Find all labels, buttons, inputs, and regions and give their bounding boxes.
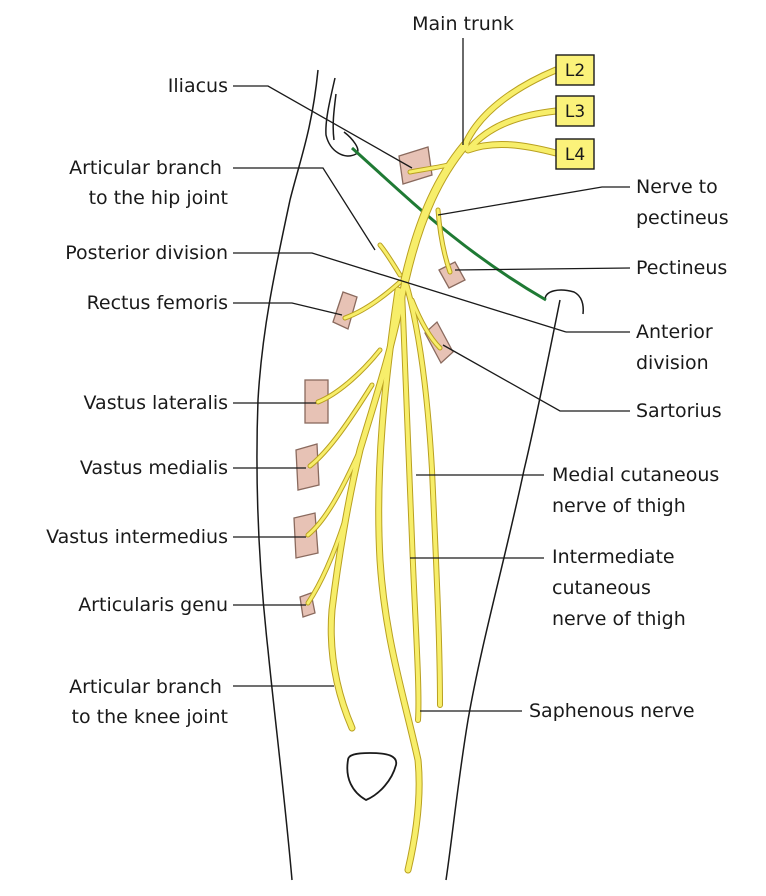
rectus-femoris-muscle: [333, 292, 357, 329]
svg-text:L2: L2: [565, 61, 585, 81]
segment-l4: L4: [556, 139, 594, 169]
label-articularis-genu: Articularis genu: [78, 594, 228, 616]
label-vastus-lateralis: Vastus lateralis: [84, 392, 228, 414]
label-rectus-femoris: Rectus femoris: [87, 292, 228, 314]
label-vastus-medialis: Vastus medialis: [80, 457, 228, 479]
label-sartorius: Sartorius: [636, 400, 722, 422]
iliacus-muscle: [399, 147, 432, 184]
intermediate-cutaneous: [402, 290, 418, 720]
label-saphenous: Saphenous nerve: [529, 700, 695, 722]
label-iliacus: Iliacus: [168, 75, 228, 97]
sartorius-muscle: [425, 322, 453, 363]
label-articular-knee: Articular branch to the knee joint: [69, 676, 228, 728]
root-l4: [468, 144, 556, 153]
label-medial-cutaneous: Medial cutaneous nerve of thigh: [552, 464, 725, 517]
svg-text:L3: L3: [565, 102, 585, 122]
label-main-trunk: Main trunk: [412, 13, 514, 35]
root-l2: [465, 70, 556, 145]
pectineus-muscle: [439, 262, 465, 288]
vastus-medialis-muscle: [296, 444, 319, 490]
articular-hip-branch: [380, 245, 400, 275]
label-posterior-division: Posterior division: [65, 242, 228, 264]
segment-boxes: L2 L3 L4: [556, 55, 594, 169]
femoral-nerve: [308, 70, 556, 870]
label-nerve-to-pectineus: Nerve to pectineus: [636, 176, 729, 229]
segment-l2: L2: [556, 55, 594, 85]
label-anterior-division: Anterior division: [636, 321, 719, 374]
label-pectineus: Pectineus: [636, 257, 727, 279]
segment-l3: L3: [556, 96, 594, 126]
label-vastus-intermedius: Vastus intermedius: [46, 526, 228, 548]
svg-text:L4: L4: [565, 145, 585, 165]
label-articular-hip: Articular branch to the hip joint: [69, 157, 228, 209]
label-intermediate-cutaneous: Intermediate cutaneous nerve of thigh: [552, 546, 686, 630]
patella: [347, 753, 396, 800]
root-l2-outline: [465, 70, 556, 145]
